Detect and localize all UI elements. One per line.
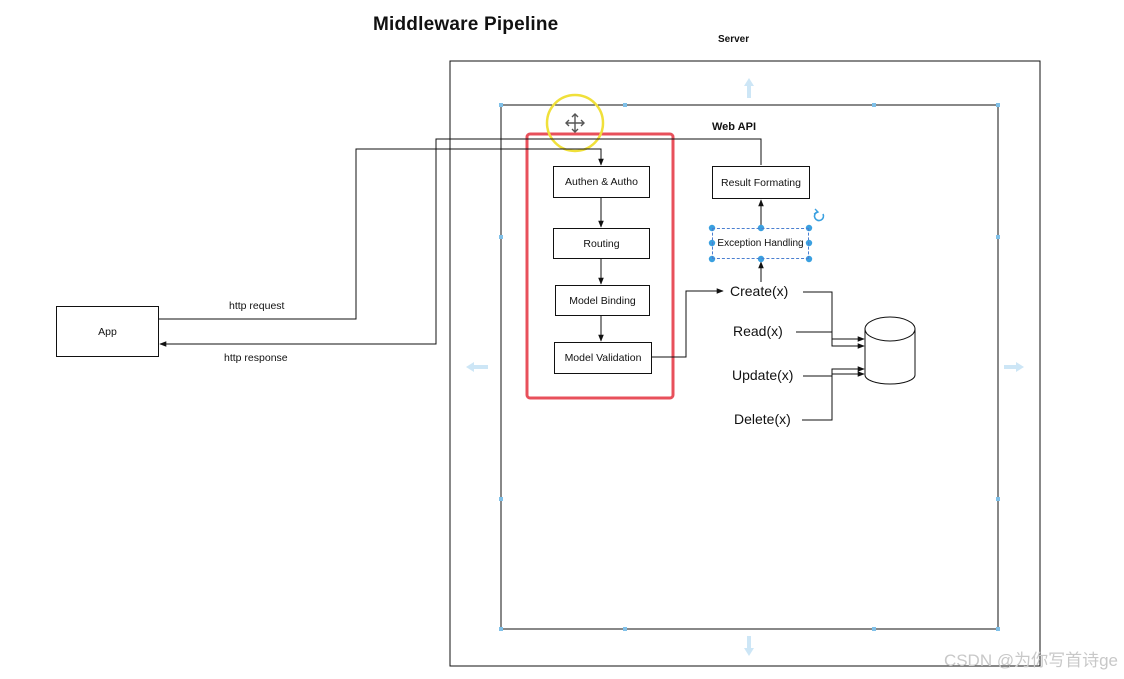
result-formating-box[interactable]: Result Formating — [712, 166, 810, 199]
watermark: CSDN @为你写首诗ge — [943, 651, 1118, 670]
operation-update[interactable]: Update(x) — [732, 367, 794, 383]
arrow-read-db[interactable] — [796, 331, 865, 349]
operation-delete[interactable]: Delete(x) — [734, 411, 791, 427]
model-validation-box[interactable]: Model Validation — [554, 342, 652, 374]
arrow-delete-db[interactable] — [802, 371, 865, 421]
http-request-label: http request — [229, 300, 285, 312]
database-icon[interactable] — [864, 316, 916, 385]
authen-autho-box[interactable]: Authen & Autho — [553, 166, 650, 198]
diagram-title: Middleware Pipeline — [373, 14, 559, 35]
arrow-update-db[interactable] — [803, 366, 865, 377]
operation-read[interactable]: Read(x) — [733, 323, 783, 339]
http-response-label: http response — [224, 352, 288, 364]
server-container[interactable] — [449, 60, 1041, 667]
operation-create[interactable]: Create(x) — [730, 283, 789, 299]
drag-guide-arrows — [466, 78, 1024, 656]
exception-handling-box[interactable]: Exception Handling — [712, 228, 809, 259]
routing-box[interactable]: Routing — [553, 228, 650, 259]
webapi-container[interactable] — [500, 104, 999, 630]
model-binding-box[interactable]: Model Binding — [555, 285, 650, 316]
http-response-line[interactable] — [159, 138, 762, 347]
server-label: Server — [718, 34, 750, 45]
cursor-ring — [545, 93, 605, 153]
selection-handles[interactable] — [708, 224, 813, 263]
rotate-icon[interactable] — [813, 208, 825, 222]
arrow-create-db[interactable] — [803, 291, 865, 342]
webapi-label: Web API — [712, 121, 757, 133]
arrow-validation-create[interactable] — [652, 288, 724, 358]
container-handles[interactable] — [499, 103, 1000, 631]
move-cursor-icon — [565, 113, 585, 133]
app-box[interactable]: App — [56, 306, 159, 357]
http-request-line[interactable] — [159, 148, 604, 320]
